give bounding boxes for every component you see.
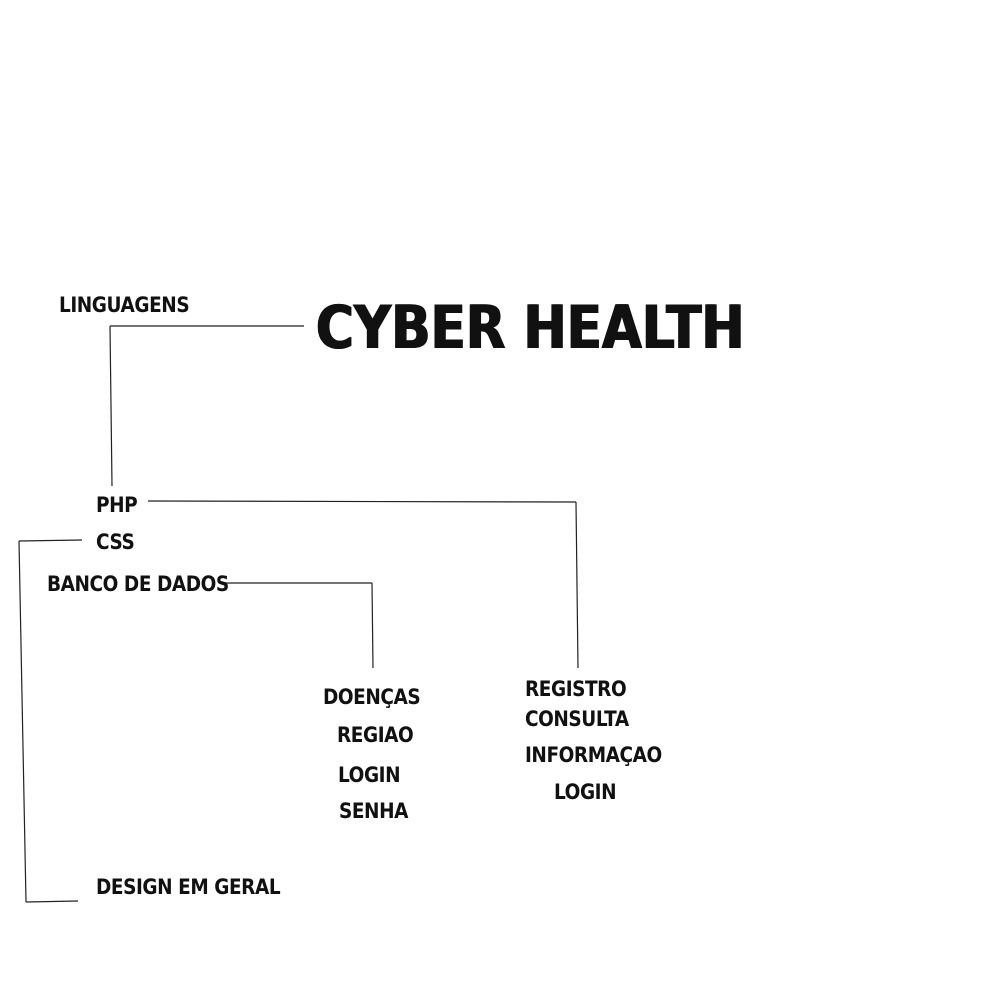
php-feature-consulta: CONSULTA — [525, 707, 629, 731]
php-feature-login: LOGIN — [554, 780, 617, 804]
connector-linguagens-down — [109, 325, 113, 487]
database-field-login: LOGIN — [338, 763, 401, 787]
tech-design: DESIGN EM GERAL — [96, 875, 281, 899]
tech-database: BANCO DE DADOS — [47, 572, 229, 596]
connector-php-features-down — [575, 501, 579, 669]
php-feature-informacao: INFORMAÇAO — [525, 743, 662, 767]
connector-php-right — [147, 500, 577, 503]
connector-database-fields-down — [371, 582, 374, 669]
php-feature-registro: REGISTRO — [525, 677, 627, 701]
database-field-doencas: DOENÇAS — [323, 685, 421, 709]
database-field-regiao: REGIAO — [337, 723, 414, 747]
diagram-title: CYBER HEALTH — [316, 293, 745, 363]
tech-css: CSS — [96, 530, 135, 554]
tech-php: PHP — [96, 493, 138, 517]
database-field-senha: SENHA — [339, 799, 408, 823]
connector-css-down — [18, 540, 27, 903]
connector-css-left — [18, 539, 83, 542]
languages-heading: LINGUAGENS — [59, 293, 190, 317]
connector-design-right — [25, 900, 79, 903]
